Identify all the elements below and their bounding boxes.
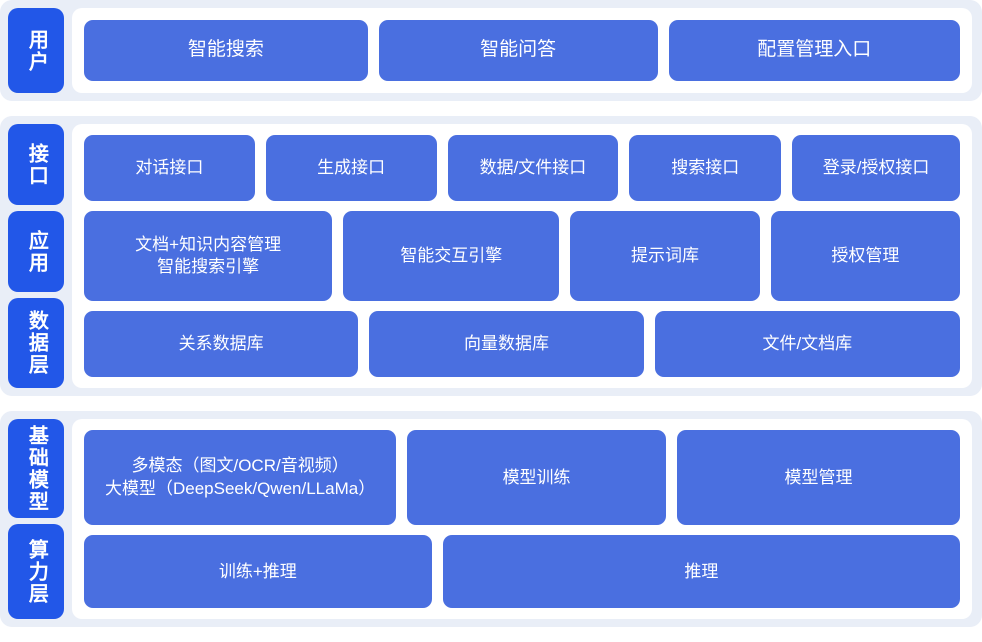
layer-panel-user: 用户 智能搜索 智能问答 配置管理入口 bbox=[0, 0, 982, 101]
row-compute-resources: 训练+推理 推理 bbox=[84, 535, 960, 608]
tab-column-infrastructure: 基础模型 算力层 bbox=[8, 419, 64, 619]
box-generation-interface[interactable]: 生成接口 bbox=[265, 135, 437, 202]
layer-tab-compute[interactable]: 算力层 bbox=[8, 524, 64, 619]
layer-tab-api[interactable]: 接口 bbox=[8, 124, 64, 206]
box-dialog-interface[interactable]: 对话接口 bbox=[84, 135, 255, 202]
box-login-auth-interface[interactable]: 登录/授权接口 bbox=[792, 135, 960, 202]
box-inference[interactable]: 推理 bbox=[442, 535, 960, 608]
box-document-knowledge-management[interactable]: 文档+知识内容管理 智能搜索引擎 bbox=[84, 211, 333, 301]
row-application-modules: 文档+知识内容管理 智能搜索引擎 智能交互引擎 提示词库 授权管理 bbox=[84, 211, 960, 301]
box-multimodal-large-model[interactable]: 多模态（图文/OCR/音视频） 大模型（DeepSeek/Qwen/LLaMa） bbox=[84, 430, 397, 526]
layer-tab-application[interactable]: 应用 bbox=[8, 211, 64, 293]
tab-column-user: 用户 bbox=[8, 8, 64, 93]
box-prompt-library[interactable]: 提示词库 bbox=[570, 211, 760, 301]
box-config-management-entry[interactable]: 配置管理入口 bbox=[668, 20, 960, 81]
box-search-interface[interactable]: 搜索接口 bbox=[629, 135, 782, 202]
box-training-and-inference[interactable]: 训练+推理 bbox=[84, 535, 432, 608]
layer-card-infrastructure: 多模态（图文/OCR/音视频） 大模型（DeepSeek/Qwen/LLaMa）… bbox=[72, 419, 972, 619]
box-data-file-interface[interactable]: 数据/文件接口 bbox=[447, 135, 619, 202]
row-api-interfaces: 对话接口 生成接口 数据/文件接口 搜索接口 登录/授权接口 bbox=[84, 135, 960, 202]
layer-tab-user[interactable]: 用户 bbox=[8, 8, 64, 93]
layer-tab-data[interactable]: 数据层 bbox=[8, 298, 64, 388]
tab-column-middle: 接口 应用 数据层 bbox=[8, 124, 64, 388]
layer-panel-infrastructure: 基础模型 算力层 多模态（图文/OCR/音视频） 大模型（DeepSeek/Qw… bbox=[0, 411, 982, 627]
row-data-stores: 关系数据库 向量数据库 文件/文档库 bbox=[84, 310, 960, 377]
row-foundation-models: 多模态（图文/OCR/音视频） 大模型（DeepSeek/Qwen/LLaMa）… bbox=[84, 430, 960, 526]
box-intelligent-qa[interactable]: 智能问答 bbox=[378, 20, 658, 81]
layer-card-middle: 对话接口 生成接口 数据/文件接口 搜索接口 登录/授权接口 文档+知识内容管理… bbox=[72, 124, 972, 388]
row-user-features: 智能搜索 智能问答 配置管理入口 bbox=[84, 20, 960, 81]
layer-tab-foundation-model[interactable]: 基础模型 bbox=[8, 419, 64, 519]
box-intelligent-search[interactable]: 智能搜索 bbox=[84, 20, 368, 81]
box-vector-database[interactable]: 向量数据库 bbox=[369, 310, 644, 377]
box-model-management[interactable]: 模型管理 bbox=[676, 430, 960, 526]
layer-panel-middle: 接口 应用 数据层 对话接口 生成接口 数据/文件接口 搜索接口 登录/授权接口… bbox=[0, 116, 982, 396]
layer-card-user: 智能搜索 智能问答 配置管理入口 bbox=[72, 8, 972, 93]
box-authorization-management[interactable]: 授权管理 bbox=[770, 211, 960, 301]
box-file-document-store[interactable]: 文件/文档库 bbox=[654, 310, 960, 377]
box-model-training[interactable]: 模型训练 bbox=[407, 430, 666, 526]
box-interaction-engine[interactable]: 智能交互引擎 bbox=[343, 211, 560, 301]
box-relational-database[interactable]: 关系数据库 bbox=[84, 310, 359, 377]
